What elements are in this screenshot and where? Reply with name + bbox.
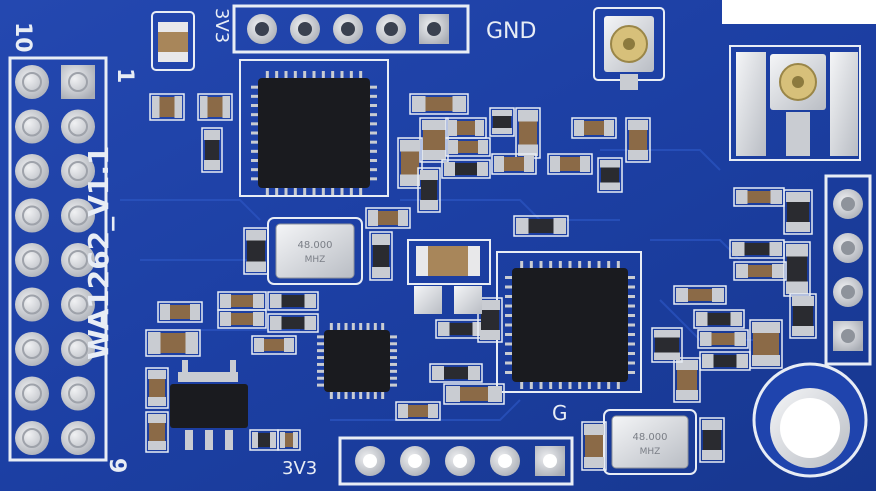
label-3v3-top: 3V3 bbox=[211, 8, 232, 43]
crystal-1-marking: 48.000 bbox=[298, 240, 333, 251]
mcu-silk bbox=[239, 59, 389, 197]
header-pad bbox=[15, 198, 49, 233]
header-pad bbox=[15, 154, 49, 188]
right-header-pins bbox=[833, 189, 863, 351]
small-qfn-chip bbox=[317, 323, 397, 399]
header-pad bbox=[61, 198, 95, 233]
header-pad bbox=[61, 154, 95, 188]
bottom-header-outline bbox=[338, 436, 574, 486]
header-pad bbox=[61, 421, 95, 455]
header-pad bbox=[15, 287, 49, 322]
model-label: WA1262_V1.1 bbox=[82, 146, 115, 361]
crystal-1: 48.000 MHZ bbox=[267, 217, 363, 285]
header-pad bbox=[15, 421, 49, 455]
crystal-2-sub: MHZ bbox=[640, 447, 661, 457]
voltage-regulator bbox=[170, 360, 248, 450]
header-pad bbox=[61, 243, 95, 277]
crystal-2: 48.000 MHZ bbox=[603, 409, 697, 475]
label-gnd: GND bbox=[486, 19, 536, 44]
mounting-hole bbox=[752, 362, 868, 478]
header-pad bbox=[61, 376, 95, 411]
header-pad bbox=[15, 332, 49, 366]
ufl-connector-2 bbox=[729, 45, 861, 161]
top-header-outline bbox=[232, 4, 470, 54]
left-header-outline bbox=[8, 56, 108, 462]
left-header-pins bbox=[15, 65, 95, 455]
header-pad bbox=[61, 65, 95, 99]
label-g: G bbox=[552, 401, 568, 425]
ufl-connector-1 bbox=[593, 7, 665, 90]
pin-one-marker: 1 bbox=[112, 68, 137, 83]
header-pad bbox=[61, 109, 95, 144]
header-pad bbox=[15, 109, 49, 144]
pin-label-10: 10 bbox=[10, 22, 35, 53]
label-3v3-bottom: 3V3 bbox=[282, 458, 317, 479]
crystal-1-sub: MHZ bbox=[305, 255, 326, 265]
header-pad bbox=[61, 287, 95, 322]
header-pad bbox=[61, 332, 95, 366]
header-pad bbox=[15, 243, 49, 277]
capacitor-top-left bbox=[151, 11, 195, 71]
crystal-2-marking: 48.000 bbox=[633, 432, 668, 443]
smd-components bbox=[145, 93, 817, 471]
capacitor-center bbox=[407, 239, 491, 314]
header-pad bbox=[15, 65, 49, 99]
mcu-chip bbox=[251, 71, 377, 195]
rf-chip bbox=[505, 261, 635, 389]
pin-label-9: 9 bbox=[104, 458, 129, 473]
header-pad bbox=[15, 376, 49, 411]
top-header-pins bbox=[247, 14, 449, 44]
right-header-outline bbox=[824, 174, 872, 366]
bottom-header-pins bbox=[355, 446, 565, 476]
